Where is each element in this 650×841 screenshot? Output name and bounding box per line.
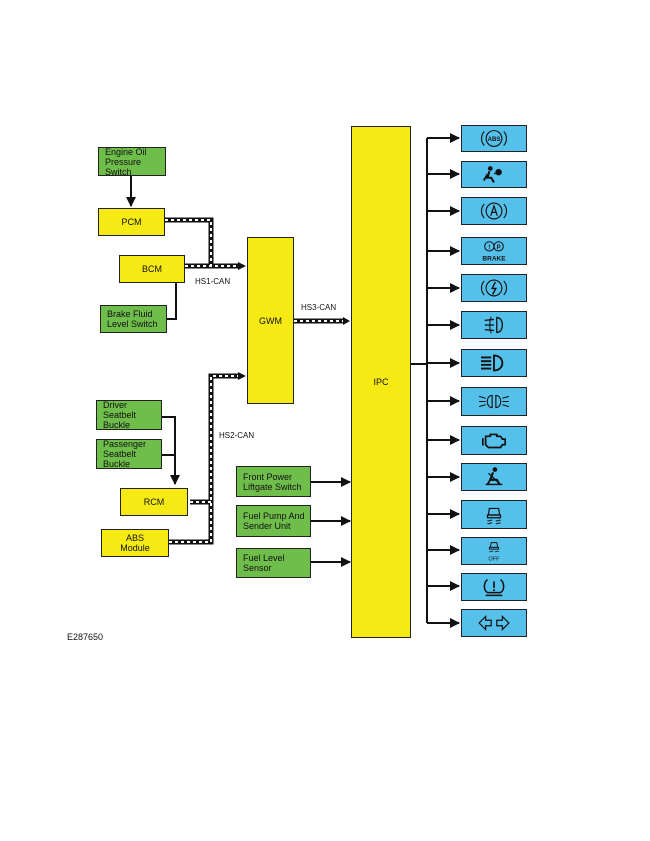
- bcm-module: BCM: [119, 255, 185, 283]
- gwm-label: GWM: [259, 315, 282, 326]
- figure-reference: E287650: [67, 632, 104, 642]
- side-lamp-indicator: [461, 387, 527, 416]
- ipc-indicator-arrows: [427, 133, 460, 628]
- fog-lamp-indicator: [461, 311, 527, 339]
- fuel-pump-sender-unit: Fuel Pump And Sender Unit: [236, 505, 311, 537]
- seatbelt-indicator: [461, 463, 527, 491]
- rcm-module: RCM: [120, 488, 188, 516]
- hs3-can-label: HS3-CAN: [301, 303, 337, 312]
- fuel-level-sensor: Fuel Level Sensor: [236, 548, 311, 578]
- off-icon-text: OFF: [488, 556, 500, 562]
- bcm-label: BCM: [142, 264, 162, 274]
- pcm-label: PCM: [121, 217, 142, 227]
- airbag-icon: [483, 166, 502, 183]
- passenger-seatbelt-buckle: Passenger Seatbelt Buckle: [96, 439, 162, 469]
- rcm-label: RCM: [143, 497, 165, 507]
- engine-check-indicator: [461, 426, 527, 455]
- abs-warning-indicator: ABS: [461, 125, 527, 152]
- can-bus-lines: [165, 217, 350, 545]
- fuel-pump-sender-unit-label: Fuel Pump And Sender Unit: [243, 511, 305, 531]
- stability-control-off-indicator: OFF: [461, 537, 527, 565]
- airbag-warning-indicator: [461, 161, 527, 188]
- stability-control-indicator: [461, 500, 527, 529]
- abs-module: ABS Module: [101, 529, 169, 557]
- turn-signal-indicator: [461, 609, 527, 637]
- turn-signal-arrows-icon: [478, 615, 510, 631]
- high-beam-icon: [481, 354, 504, 372]
- tyre-pressure-indicator: [461, 573, 527, 601]
- gwm-module: GWM: [247, 237, 294, 404]
- abs-icon: ABS: [480, 130, 508, 147]
- brake-fluid-level-switch-label: Brake Fluid Level Switch: [107, 309, 158, 329]
- auto-brake-icon: [480, 202, 508, 220]
- stability-control-off-icon: OFF: [488, 542, 500, 562]
- svg-text:!: !: [488, 244, 490, 251]
- side-lamp-icon: [478, 394, 510, 409]
- brake-icon-text: BRAKE: [482, 255, 506, 262]
- stability-control-icon: [486, 507, 502, 525]
- auto-hold-indicator: [461, 197, 527, 225]
- abs-module-label: ABS Module: [120, 533, 150, 553]
- abs-icon-text: ABS: [488, 137, 501, 143]
- hardwired-connections: [126, 138, 428, 623]
- svg-text:P: P: [497, 245, 501, 251]
- fog-lamp-icon: [484, 316, 504, 334]
- main-beam-indicator: [461, 349, 527, 377]
- driver-seatbelt-buckle-label: Driver Seatbelt Buckle: [103, 400, 137, 430]
- fuel-level-sensor-label: Fuel Level Sensor: [243, 553, 285, 573]
- ipc-label: IPC: [373, 377, 389, 387]
- hs1-can-label: HS1-CAN: [195, 277, 231, 286]
- electric-brake-icon: [480, 279, 508, 297]
- tyre-pressure-icon: [483, 578, 505, 597]
- passenger-seatbelt-buckle-label: Passenger Seatbelt Buckle: [103, 439, 147, 469]
- driver-seatbelt-buckle: Driver Seatbelt Buckle: [96, 400, 162, 430]
- seatbelt-icon: [485, 467, 503, 486]
- front-power-liftgate-switch: Front Power Liftgate Switch: [236, 466, 311, 497]
- engine-oil-pressure-switch: Engine Oil Pressure Switch: [98, 146, 166, 177]
- hs2-can-label: HS2-CAN: [219, 431, 255, 440]
- pcm-module: PCM: [98, 208, 165, 236]
- epb-indicator: [461, 274, 527, 302]
- engine-icon: [481, 433, 507, 449]
- brake-fluid-level-switch: Brake Fluid Level Switch: [100, 305, 167, 333]
- ipc-module: IPC: [351, 126, 411, 638]
- engine-oil-pressure-switch-label: Engine Oil Pressure Switch: [105, 146, 147, 177]
- brake-warning-indicator: ! P BRAKE: [461, 237, 527, 265]
- brake-icon: ! P BRAKE: [482, 241, 506, 262]
- front-power-liftgate-switch-label: Front Power Liftgate Switch: [243, 471, 302, 492]
